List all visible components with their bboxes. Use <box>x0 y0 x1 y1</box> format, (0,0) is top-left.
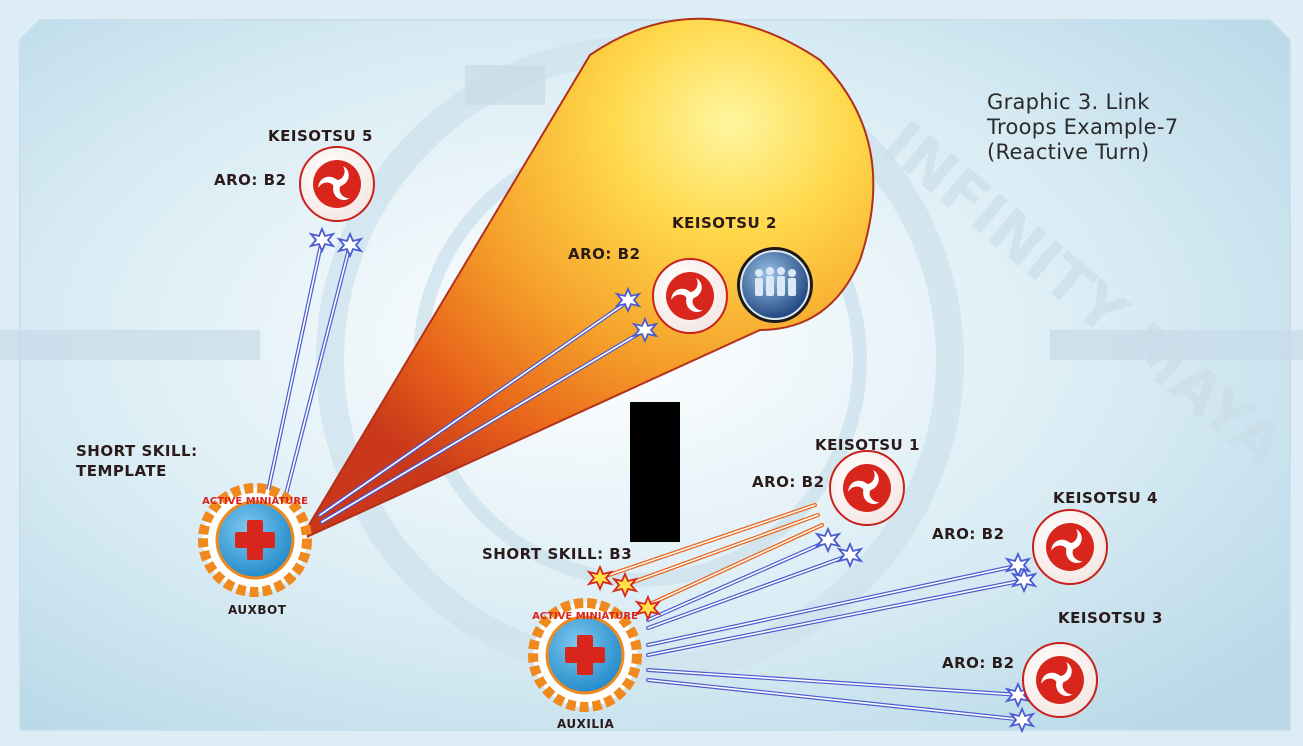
tomoe-icon <box>318 166 350 200</box>
keisotsu-4-token <box>1032 509 1108 585</box>
tomoe-icon <box>671 278 703 312</box>
auxbot-skill-line-2: TEMPLATE <box>76 462 167 480</box>
title-line-2: Troops Example-7 <box>987 115 1179 140</box>
aro-lines-orange <box>598 503 824 607</box>
title-line-3: (Reactive Turn) <box>987 140 1150 165</box>
keisotsu-1-label: KEISOTSU 1 <box>815 436 920 454</box>
keisotsu-2-label: KEISOTSU 2 <box>672 214 777 232</box>
keisotsu-1-token <box>829 450 905 526</box>
keisotsu-5-aro: ARO: B2 <box>214 171 287 189</box>
auxbot-skill-line-1: SHORT SKILL: <box>76 442 198 460</box>
impact-burst-icon <box>586 564 662 622</box>
keisotsu-2-aro: ARO: B2 <box>568 245 641 263</box>
keisotsu-1-aro: ARO: B2 <box>752 473 825 491</box>
keisotsu-3-aro: ARO: B2 <box>942 654 1015 672</box>
active-miniature-icon: ACTIVE MINIATURE <box>198 483 312 597</box>
keisotsu-4-aro: ARO: B2 <box>932 525 1005 543</box>
keisotsu-2-token <box>652 258 728 334</box>
obstacle <box>630 402 680 542</box>
active-miniature-icon: ACTIVE MINIATURE <box>528 598 642 712</box>
keisotsu-4-label: KEISOTSU 4 <box>1053 489 1158 507</box>
graphic-title: Graphic 3. Link Troops Example-7 (Reacti… <box>987 90 1247 166</box>
title-line-1: Graphic 3. Link <box>987 90 1150 114</box>
impact-burst-icon <box>308 226 1038 734</box>
keisotsu-5-token <box>299 146 375 222</box>
auxilia-skill: SHORT SKILL: B3 <box>482 545 633 563</box>
keisotsu-3-label: KEISOTSU 3 <box>1058 609 1163 627</box>
template-teardrop <box>297 17 875 543</box>
keisotsu-5-label: KEISOTSU 5 <box>268 127 373 145</box>
tomoe-icon <box>848 470 880 504</box>
auxilia-label: AUXILIA <box>557 717 615 731</box>
lof-lines-blue <box>263 238 1027 722</box>
svg-text:ACTIVE MINIATURE: ACTIVE MINIATURE <box>532 611 638 622</box>
tomoe-icon <box>1041 662 1073 696</box>
tomoe-icon <box>1051 529 1083 563</box>
svg-text:ACTIVE MINIATURE: ACTIVE MINIATURE <box>202 496 308 507</box>
auxbot-label: AUXBOT <box>228 603 287 617</box>
keisotsu-3-token <box>1022 642 1098 718</box>
link-leader-icon <box>737 247 813 323</box>
